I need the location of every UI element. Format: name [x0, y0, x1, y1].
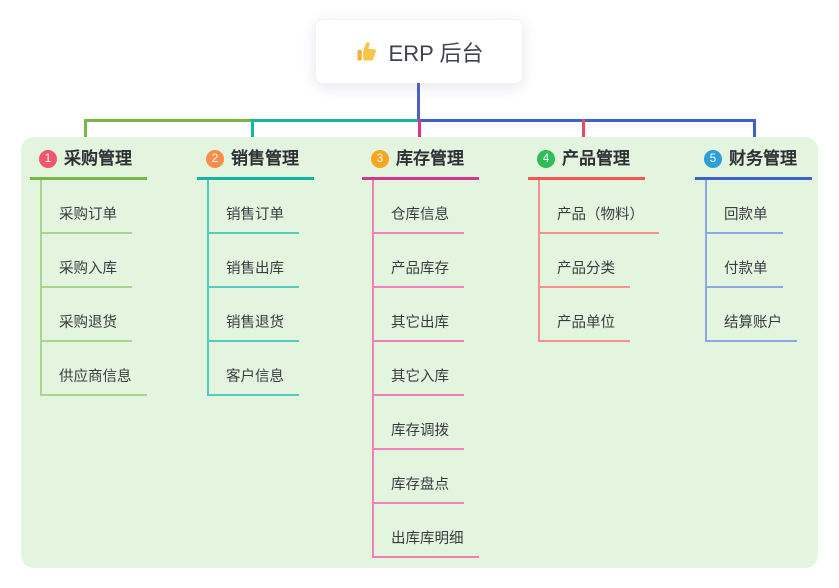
branch-node-product[interactable]: 4 产品管理	[528, 148, 645, 180]
child-node[interactable]: 产品库存	[374, 234, 479, 288]
branch-product: 4 产品管理 产品（物料） 产品分类 产品单位	[528, 148, 659, 342]
branch-title: 销售管理	[231, 149, 299, 168]
branch-node-purchase[interactable]: 1 采购管理	[30, 148, 147, 180]
thumbs-up-icon	[355, 40, 379, 64]
child-node[interactable]: 回款单	[707, 180, 812, 234]
child-node[interactable]: 销售退货	[209, 288, 314, 342]
child-node[interactable]: 采购退货	[42, 288, 147, 342]
branch-sales: 2 销售管理 销售订单 销售出库 销售退货 客户信息	[197, 148, 314, 396]
branch-purchase: 1 采购管理 采购订单 采购入库 采购退货 供应商信息	[30, 148, 147, 396]
branch-title: 产品管理	[562, 149, 630, 168]
child-node[interactable]: 产品单位	[540, 288, 659, 342]
drop-line-finance	[753, 119, 756, 150]
child-node[interactable]: 产品（物料）	[540, 180, 659, 234]
branch-children: 产品（物料） 产品分类 产品单位	[538, 180, 659, 342]
drop-line-purchase	[84, 119, 87, 150]
root-connector-line	[417, 83, 420, 122]
child-node[interactable]: 销售出库	[209, 234, 314, 288]
child-node[interactable]: 其它入库	[374, 342, 479, 396]
number-badge: 3	[371, 150, 389, 168]
number-badge: 4	[537, 150, 555, 168]
bus-segment-green	[85, 119, 254, 122]
branch-children: 采购订单 采购入库 采购退货 供应商信息	[40, 180, 147, 396]
root-node[interactable]: ERP 后台	[315, 19, 523, 84]
child-node[interactable]: 出库库明细	[374, 504, 479, 558]
child-node[interactable]: 销售订单	[209, 180, 314, 234]
branch-inventory: 3 库存管理 仓库信息 产品库存 其它出库 其它入库 库存调拨 库存盘点 出库库…	[362, 148, 479, 558]
child-node[interactable]: 仓库信息	[374, 180, 479, 234]
child-node[interactable]: 产品分类	[540, 234, 659, 288]
child-node[interactable]: 采购订单	[42, 180, 147, 234]
child-node[interactable]: 其它出库	[374, 288, 479, 342]
mindmap-panel	[21, 137, 818, 568]
number-badge: 5	[704, 150, 722, 168]
number-badge: 2	[206, 150, 224, 168]
branch-children: 回款单 付款单 结算账户	[705, 180, 812, 342]
child-node[interactable]: 客户信息	[209, 342, 314, 396]
branch-title: 库存管理	[396, 149, 464, 168]
branch-children: 销售订单 销售出库 销售退货 客户信息	[207, 180, 314, 396]
bus-segment-blue	[419, 119, 756, 122]
drop-line-inventory	[418, 119, 421, 150]
branch-title: 财务管理	[729, 149, 797, 168]
drop-line-sales	[251, 119, 254, 150]
child-node[interactable]: 供应商信息	[42, 342, 147, 396]
branch-node-finance[interactable]: 5 财务管理	[695, 148, 812, 180]
branch-title: 采购管理	[64, 149, 132, 168]
bus-segment-teal	[252, 119, 420, 122]
root-title: ERP 后台	[388, 40, 484, 66]
child-node[interactable]: 结算账户	[707, 288, 812, 342]
branch-finance: 5 财务管理 回款单 付款单 结算账户	[695, 148, 812, 342]
branch-node-sales[interactable]: 2 销售管理	[197, 148, 314, 180]
branch-node-inventory[interactable]: 3 库存管理	[362, 148, 479, 180]
drop-line-product	[582, 119, 585, 150]
child-node[interactable]: 库存调拨	[374, 396, 479, 450]
number-badge: 1	[39, 150, 57, 168]
child-node[interactable]: 库存盘点	[374, 450, 479, 504]
branch-children: 仓库信息 产品库存 其它出库 其它入库 库存调拨 库存盘点 出库库明细	[372, 180, 479, 558]
child-node[interactable]: 采购入库	[42, 234, 147, 288]
child-node[interactable]: 付款单	[707, 234, 812, 288]
